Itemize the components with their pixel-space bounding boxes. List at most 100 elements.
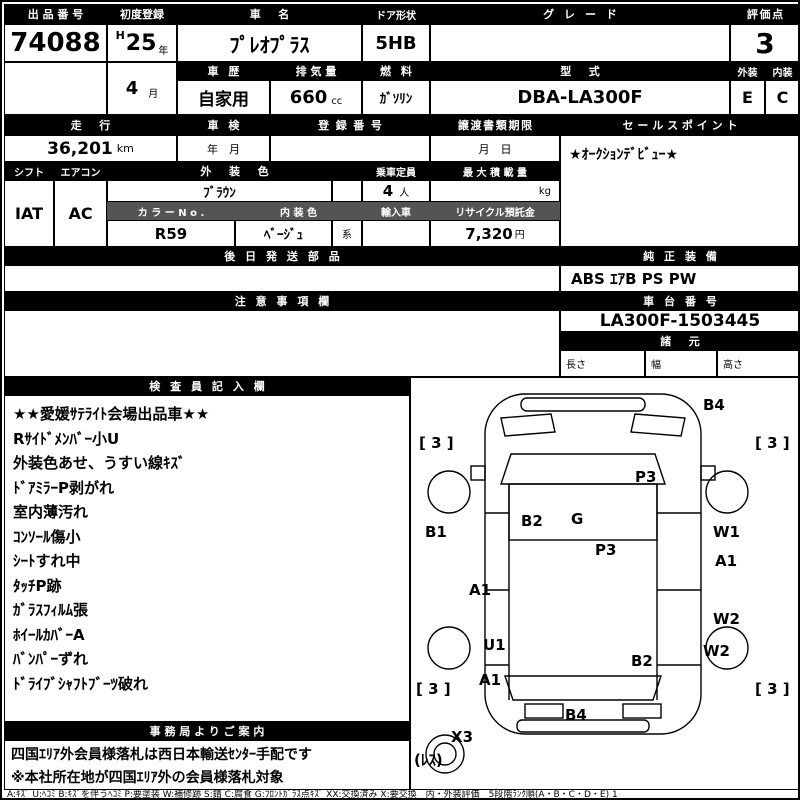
score-value: 3 (730, 24, 798, 62)
car-top-view (425, 393, 749, 774)
spec-height: 高さ (717, 350, 798, 377)
first-reg-month-unit: 月 (148, 89, 159, 100)
transfer-deadline-label: 譲渡書類期限 (430, 115, 560, 135)
damage-label: W1 (713, 523, 740, 541)
history-label: 車歴 (177, 62, 270, 80)
car-name-label: 車名 (177, 4, 362, 24)
damage-label: G (571, 510, 584, 528)
chassis-no-label: 車台番号 (560, 292, 798, 310)
inspector-note-line: ★★愛媛ｻﾃﾗｲﾄ会場出品車★★ (13, 405, 210, 423)
spare-tire (425, 734, 465, 774)
shift-label: シフト (4, 162, 54, 180)
office-lines: 四国ｴﾘｱ外会員様落札は西日本輸送ｾﾝﾀｰ手配です※本社所在地が四国ｴﾘｱ外の会… (4, 740, 410, 790)
exterior-score-label: 外装 (730, 62, 765, 80)
damage-label: W2 (713, 610, 740, 628)
model-code-value: DBA-LA300F (430, 80, 730, 115)
inspector-note-line: ｶﾞﾗｽﾌｨﾙﾑ張 (13, 601, 89, 619)
damage-label: X3 (451, 728, 474, 746)
damage-label: A1 (479, 671, 502, 689)
sales-point-value: ★ｵｰｸｼｮﾝﾃﾞﾋﾞｭｰ★ (560, 135, 798, 247)
office-notice-line: 四国ｴﾘｱ外会員様落札は西日本輸送ｾﾝﾀｰ手配です (11, 747, 312, 763)
equipment-label: 純正装備 (560, 247, 798, 265)
grade-value (430, 24, 730, 62)
inspector-note-line: ｺﾝｿｰﾙ傷小 (13, 527, 81, 546)
inspector-note-line: ﾄﾞｱﾐﾗｰP剥がれ (13, 478, 114, 497)
displacement-number: 660 (289, 87, 328, 108)
inspector-note-line: ﾄﾞﾗｲﾌﾞｼｬﾌﾄﾌﾞｰﾂ破れ (13, 674, 149, 693)
damage-label: B2 (631, 652, 653, 670)
interior-score-label: 内装 (765, 62, 798, 80)
capacity-label: 乗車定員 (362, 162, 430, 180)
mileage-label: 走行 (4, 115, 177, 135)
caution-value (4, 310, 560, 377)
inspection-label: 車検 (177, 115, 270, 135)
capacity-number: 4 (382, 182, 394, 200)
auction-no-value: 74088 (4, 24, 107, 62)
displacement-value: 660 cc (270, 80, 362, 115)
later-parts-label: 後日発送部品 (4, 247, 560, 265)
registration-no-label: 登録番号 (270, 115, 430, 135)
inspector-notes: ★★愛媛ｻﾃﾗｲﾄ会場出品車★★Rｻｲﾄﾞﾒﾝﾊﾞｰ小U外装色あせ、うすい線ｷｽ… (4, 395, 410, 722)
mileage-unit: km (116, 142, 134, 155)
aircon-label: エアコン (54, 162, 107, 180)
later-parts-value (4, 265, 560, 292)
damage-label: B1 (425, 523, 447, 541)
car-name-value: ﾌﾟﾚｵﾌﾟﾗｽ (177, 24, 362, 62)
damage-label: W2 (703, 642, 730, 660)
shift-value: IAT (4, 180, 54, 247)
spec-height-label: 高さ (723, 360, 743, 371)
inspector-note-line: ﾎｲｰﾙｶﾊﾞｰA (13, 625, 85, 644)
damage-label: [ 3 ] (419, 434, 454, 452)
damage-label: B4 (565, 706, 587, 724)
specs-label: 諸元 (560, 332, 798, 350)
sales-point-label: セールスポイント (560, 115, 798, 135)
inspector-note-line: ﾀｯﾁP跡 (13, 576, 62, 595)
door-shape-value: 5HB (362, 24, 430, 62)
spec-length: 長さ (560, 350, 645, 377)
interior-color-suffix: 系 (332, 220, 362, 247)
aircon-value: AC (54, 180, 107, 247)
import-car-value (362, 220, 430, 247)
inspector-note-line: Rｻｲﾄﾞﾒﾝﾊﾞｰ小U (13, 429, 120, 448)
first-registration-label: 初度登録 (107, 4, 177, 24)
capacity-unit: 人 (399, 187, 410, 199)
caution-label: 注意事項欄 (4, 292, 560, 310)
recycle-deposit-value: 7,320 円 (430, 220, 560, 247)
exterior-color-value: ﾌﾞﾗｳﾝ (107, 180, 332, 202)
recycle-deposit-number: 7,320 (465, 224, 513, 243)
inspection-value: 年 月 (177, 135, 270, 162)
interior-score-value: C (765, 80, 798, 115)
damage-label: A1 (469, 581, 492, 599)
damage-label: U1 (483, 636, 506, 654)
recycle-deposit-unit: 円 (514, 230, 525, 241)
fuel-label: 燃料 (362, 62, 430, 80)
spec-length-label: 長さ (566, 360, 586, 371)
max-load-label: 最大積載量 (430, 162, 560, 180)
auction-no-spacer (4, 62, 107, 115)
interior-color-label: 内装色 (235, 202, 362, 220)
inspector-notes-label: 検査員記入欄 (4, 377, 410, 395)
import-car-label: 輸入車 (362, 202, 430, 220)
damage-label: B2 (521, 512, 543, 530)
door-shape-label: ドア形状 (362, 4, 430, 24)
displacement-label: 排気量 (270, 62, 362, 80)
first-registration-month: 4 月 (107, 62, 177, 115)
office-notice-label: 事務局よりご案内 (4, 722, 410, 740)
max-load-value: kg (430, 180, 560, 202)
damage-label: B4 (703, 396, 725, 414)
first-reg-year-value: 25 (125, 30, 157, 56)
recycle-deposit-label: リサイクル預託金 (430, 202, 560, 220)
fuel-value: ｶﾞｿﾘﾝ (362, 80, 430, 115)
spec-width: 幅 (645, 350, 717, 377)
color-no-label: カラーNo. (107, 202, 235, 220)
legend-text: A:ｷｽﾞ U:ﾍｺﾐ B:ｷｽﾞを伴うﾍｺﾐ P:要塗装 W:補修跡 S:錆 … (7, 790, 618, 800)
model-code-label: 型式 (430, 62, 730, 80)
auction-no-label: 出品番号 (4, 4, 107, 24)
damage-label: [ 3 ] (755, 680, 790, 698)
first-reg-month-value: 4 (125, 78, 139, 99)
chassis-no-value: LA300F-1503445 (560, 310, 798, 332)
interior-color-value: ﾍﾞｰｼﾞｭ (235, 220, 332, 247)
